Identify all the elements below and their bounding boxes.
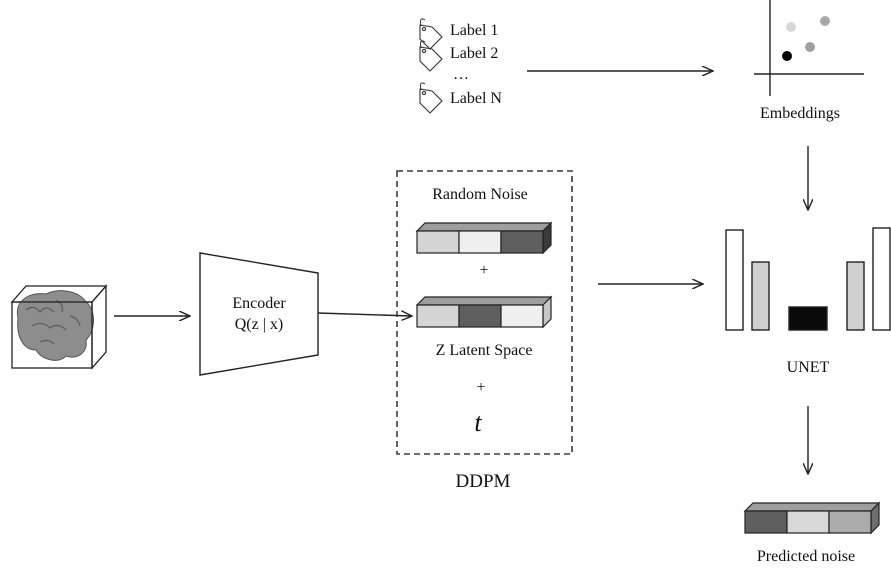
latent-space-label: Z Latent Space bbox=[435, 342, 533, 359]
label-ellipsis: … bbox=[453, 66, 469, 83]
encoder-to-ddpm-arrow bbox=[317, 313, 412, 316]
embeddings-title: Embeddings bbox=[760, 105, 840, 122]
embedding-point bbox=[820, 16, 830, 26]
ddpm-box bbox=[396, 170, 573, 455]
ddpm-title: DDPM bbox=[455, 471, 511, 492]
plus-sign: + bbox=[479, 262, 489, 279]
predicted-noise-vector bbox=[743, 501, 881, 535]
tag-string-icon bbox=[420, 18, 426, 27]
tag-string-icon bbox=[420, 82, 426, 91]
embeddings-plot bbox=[754, 0, 864, 96]
plus-sign: + bbox=[476, 379, 486, 396]
embedding-point bbox=[782, 51, 792, 61]
unet-block bbox=[725, 227, 891, 331]
embedding-point bbox=[805, 42, 815, 52]
timestep-label: t bbox=[474, 408, 482, 437]
embedding-point bbox=[786, 22, 796, 32]
random-noise-vector bbox=[415, 221, 553, 255]
encoder-block bbox=[199, 252, 319, 376]
encoder-formula: Q(z | x) bbox=[234, 316, 284, 333]
label-item-n: Label N bbox=[450, 90, 502, 107]
latent-vector bbox=[415, 295, 553, 329]
brain-volume bbox=[10, 284, 108, 370]
random-noise-label: Random Noise bbox=[432, 186, 528, 203]
encoder-label: Encoder bbox=[232, 295, 286, 312]
unet-title: UNET bbox=[786, 359, 830, 376]
label-item-2: Label 2 bbox=[450, 45, 499, 62]
tag-string-icon bbox=[420, 40, 426, 49]
predicted-noise-title: Predicted noise bbox=[756, 548, 856, 565]
label-item-1: Label 1 bbox=[450, 22, 499, 39]
tag-icon bbox=[419, 24, 443, 114]
